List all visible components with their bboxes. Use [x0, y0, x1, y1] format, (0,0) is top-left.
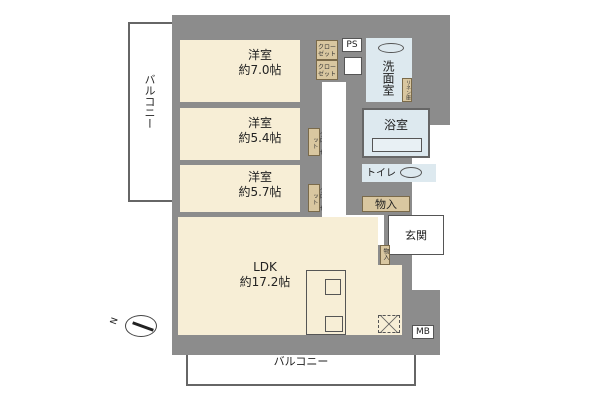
room-size: 約7.0帖 — [238, 63, 282, 77]
room-western-2: 洋室約5.4帖 — [180, 108, 300, 160]
linen-label: リネン庫 — [405, 80, 411, 100]
bathroom: 浴室 — [362, 108, 430, 158]
closet-label: クローゼット — [311, 131, 325, 155]
closet: クローゼット — [308, 128, 325, 156]
ventilation-box — [378, 315, 400, 333]
room-size: 約5.7帖 — [238, 185, 282, 199]
balcony-bottom-label: バルコニー — [273, 355, 329, 368]
entrance: 玄関 — [388, 215, 444, 255]
washer-pan — [344, 57, 362, 75]
washroom-label: 洗面室 — [381, 60, 395, 96]
washroom: 洗面室 — [366, 38, 412, 102]
pipe-space: PS — [342, 38, 362, 52]
ps-label: PS — [346, 40, 358, 50]
room-label: 洋室約5.4帖 — [220, 116, 300, 146]
storage-label: 物入 — [382, 248, 389, 260]
room-name: 洋室 — [247, 170, 272, 184]
room-name: LDK — [253, 260, 277, 274]
linen-storage: リネン庫 — [402, 78, 412, 102]
balcony-left-label: バルコニー — [143, 74, 156, 129]
room-western-1: 洋室約7.0帖 — [180, 40, 300, 102]
room-western-3: 洋室約5.7帖 — [180, 165, 300, 212]
stove-icon — [325, 316, 343, 332]
sink-icon — [325, 279, 341, 295]
room-name: 洋室 — [247, 116, 272, 130]
toilet-label: トイレ — [366, 168, 396, 179]
mb-label: MB — [416, 327, 430, 337]
balcony-left: バルコニー — [128, 22, 174, 202]
storage-main: 物入 — [362, 196, 410, 212]
room-label: 洋室約5.7帖 — [220, 170, 300, 200]
outer-wall-right — [405, 15, 450, 125]
room-size: 約17.2帖 — [239, 275, 291, 289]
closet: クローゼット — [316, 40, 338, 60]
toilet-bowl-icon — [400, 167, 422, 178]
room-size: 約5.4帖 — [238, 131, 282, 145]
compass-north-label: N — [109, 316, 121, 327]
entrance-label: 玄関 — [405, 229, 427, 242]
closet-label: クローゼット — [311, 187, 325, 211]
closet-label: クローゼット — [317, 44, 336, 58]
closet: クローゼット — [316, 60, 338, 80]
storage-label: 物入 — [375, 198, 397, 211]
toilet: トイレ — [362, 164, 436, 182]
storage-ldk: 物入 — [380, 245, 390, 265]
meter-box: MB — [412, 325, 434, 339]
room-name: 洋室 — [247, 48, 272, 62]
sink-icon — [378, 43, 404, 53]
closet-label: クローゼット — [317, 64, 336, 78]
kitchen-counter — [306, 270, 346, 335]
bathtub-icon — [372, 138, 422, 152]
compass-icon — [125, 315, 157, 337]
outer-wall-right-lower — [405, 290, 440, 355]
room-label: 洋室約7.0帖 — [220, 48, 300, 78]
closet: クローゼット — [308, 184, 325, 212]
bath-label: 浴室 — [383, 118, 408, 132]
